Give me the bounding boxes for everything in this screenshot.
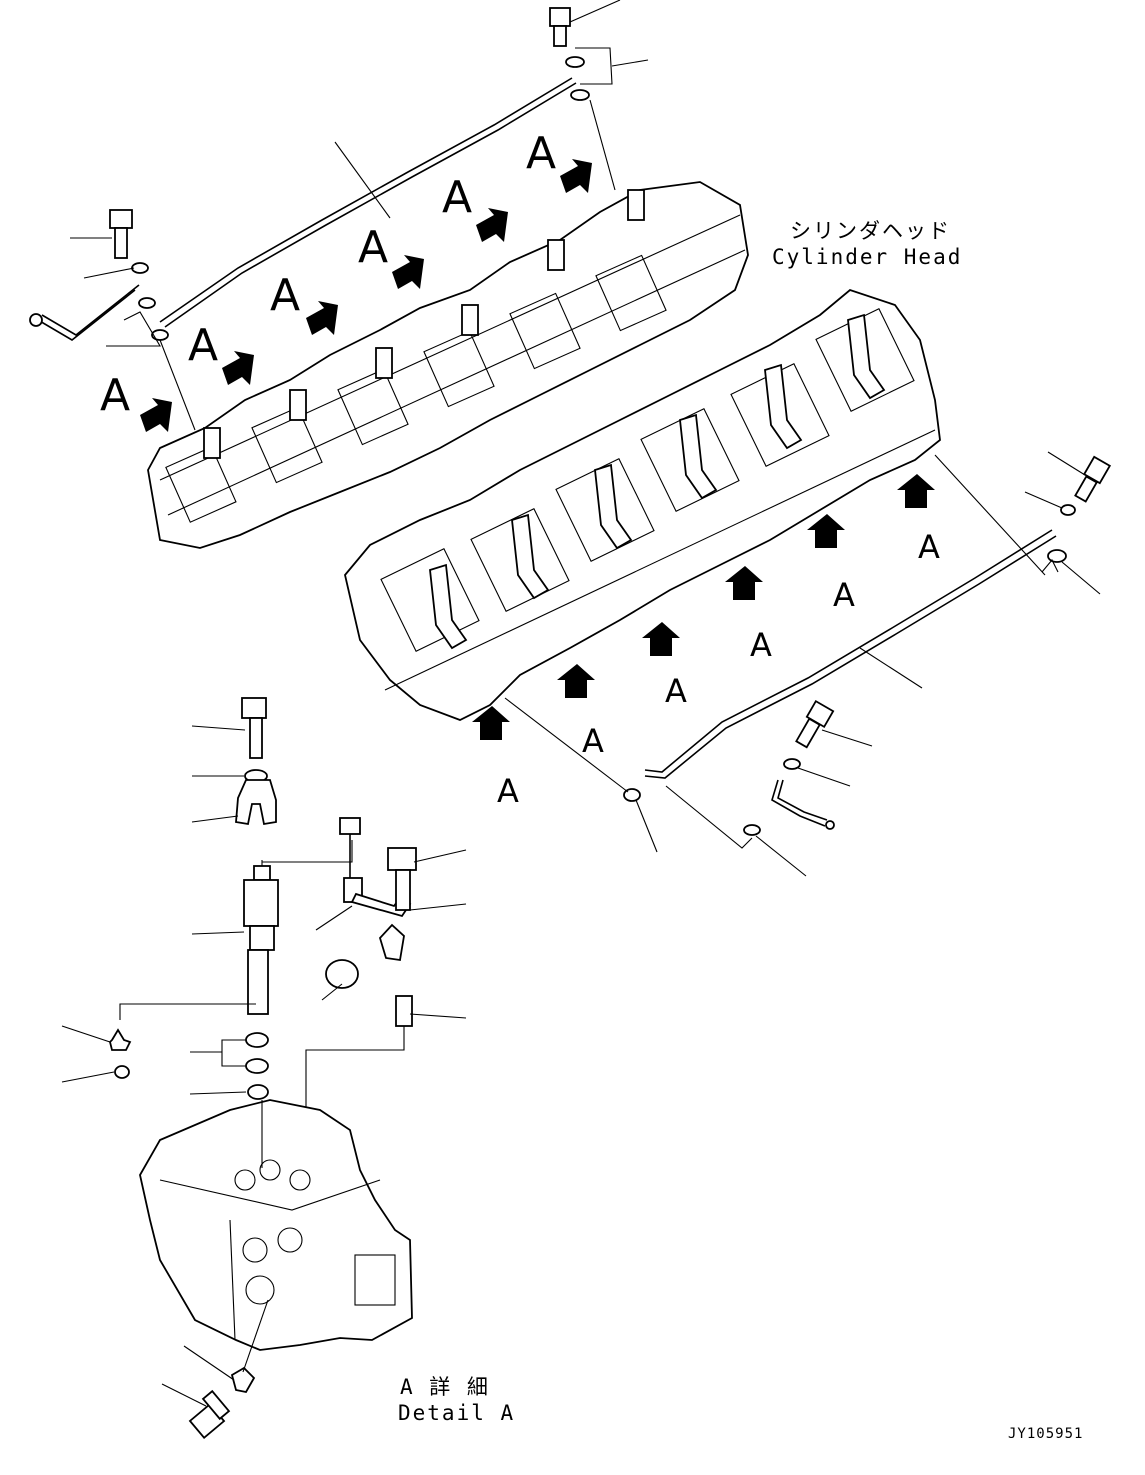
upper-injectors <box>203 189 645 459</box>
view-label-a: A <box>582 722 604 760</box>
spacer-icon <box>395 995 413 1027</box>
washer-icon <box>1060 504 1076 516</box>
view-label-a: A <box>442 172 472 223</box>
detail-jp: A 詳 細 <box>400 1375 490 1399</box>
washer-icon <box>131 262 149 274</box>
washer-icon <box>743 824 761 836</box>
diagram-title: シリンダヘッド Cylinder Head <box>772 219 962 269</box>
bolt-icon <box>387 847 417 871</box>
lower-view-arrows <box>472 474 935 740</box>
bolt-icon <box>549 7 571 27</box>
view-label-a: A <box>665 672 687 710</box>
lower-view-labels: A A A A A A <box>497 528 940 810</box>
drawing-code: JY105951 <box>1008 1426 1083 1442</box>
clamp-icon <box>235 779 277 826</box>
injector-icon <box>247 949 269 1015</box>
bolt-icon <box>109 209 133 229</box>
top-bolt-assembly <box>549 0 649 191</box>
middle-bolt-assembly <box>504 697 873 877</box>
view-label-a: A <box>188 320 218 371</box>
washer-icon <box>783 758 801 770</box>
washer-icon <box>1047 549 1067 563</box>
o-ring-icon <box>245 1032 269 1048</box>
upper-head-cells <box>165 254 667 523</box>
plug-icon <box>325 959 359 989</box>
bolt-icon <box>1082 455 1112 485</box>
detail-en: Detail A <box>398 1401 515 1425</box>
washer-icon <box>138 297 156 309</box>
lower-rocker-assemblies <box>429 313 886 650</box>
bolt-icon <box>241 697 267 719</box>
view-label-a: A <box>918 528 940 566</box>
right-bolt-assembly <box>1024 451 1112 595</box>
washer-icon <box>151 329 169 341</box>
upper-fuel-pipe <box>159 77 577 328</box>
left-bolt-assembly <box>29 209 196 431</box>
view-label-a: A <box>100 370 130 421</box>
view-label-a: A <box>526 128 556 179</box>
upper-view-arrows <box>140 159 592 432</box>
view-label-a: A <box>358 222 388 273</box>
lower-head-cells <box>380 307 915 653</box>
view-label-a: A <box>750 626 772 664</box>
bracket-icon <box>230 1366 256 1394</box>
upper-view-labels: A A A A A A <box>100 128 556 421</box>
view-label-a: A <box>270 270 300 321</box>
washer-icon <box>565 56 585 68</box>
o-ring-icon <box>245 1058 269 1074</box>
lower-cylinder-head-row: A A A A A A <box>344 288 941 810</box>
seal-icon <box>109 1028 132 1051</box>
connector-icon <box>339 817 361 835</box>
title-jp: シリンダヘッド <box>790 219 951 243</box>
view-label-a: A <box>497 772 519 810</box>
washer-icon <box>570 89 590 101</box>
title-en: Cylinder Head <box>772 245 962 269</box>
detail-a-parts <box>61 697 467 1440</box>
sleeve-icon <box>247 1084 269 1100</box>
o-ring-icon <box>114 1065 130 1079</box>
lower-fuel-pipe <box>644 454 1057 779</box>
view-label-a: A <box>833 576 855 614</box>
detail-caption: A 詳 細 Detail A <box>398 1375 515 1425</box>
upper-cylinder-head-row: A A A A A A <box>100 128 749 549</box>
